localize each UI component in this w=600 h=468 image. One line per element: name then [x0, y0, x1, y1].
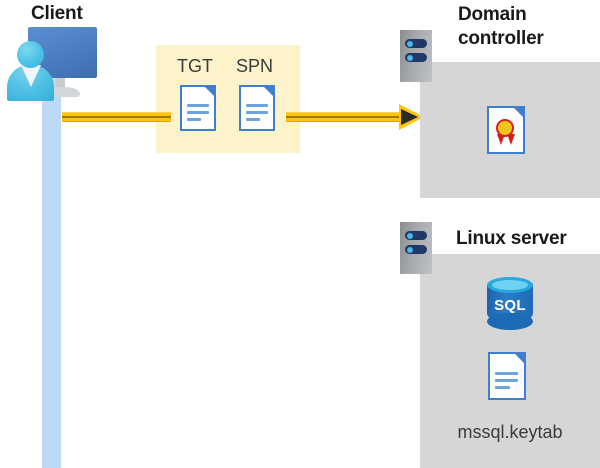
tgt-label: TGT: [177, 56, 213, 76]
monitor-neck-icon: [56, 78, 65, 91]
certificate-icon: [487, 106, 525, 154]
user-workstation-icon: [4, 27, 104, 103]
domain-controller-label-line2: controller: [458, 28, 544, 49]
keytab-document-icon: [488, 352, 526, 400]
tgt-document-icon: [180, 85, 216, 131]
sql-icon-text: SQL: [494, 297, 526, 314]
monitor-base-icon: [42, 87, 80, 97]
spn-label: SPN: [236, 56, 274, 76]
person-head-icon: [17, 41, 44, 68]
linux-server-server-rack-icon: [400, 222, 432, 274]
flow-line-left: [62, 112, 171, 122]
flow-line-right: [286, 112, 406, 122]
keytab-filename-label: mssql.keytab: [457, 422, 563, 442]
arrow-right-icon: [399, 104, 425, 130]
client-label: Client: [31, 3, 83, 24]
spn-document-icon: [239, 85, 275, 131]
client-lifeline: [42, 60, 61, 468]
linux-server-label: Linux server: [456, 228, 567, 249]
person-collar-icon: [21, 65, 41, 87]
domain-controller-label-line1: Domain: [458, 4, 527, 25]
domain-controller-server-rack-icon: [400, 30, 432, 82]
sql-database-icon: SQL: [487, 277, 533, 331]
